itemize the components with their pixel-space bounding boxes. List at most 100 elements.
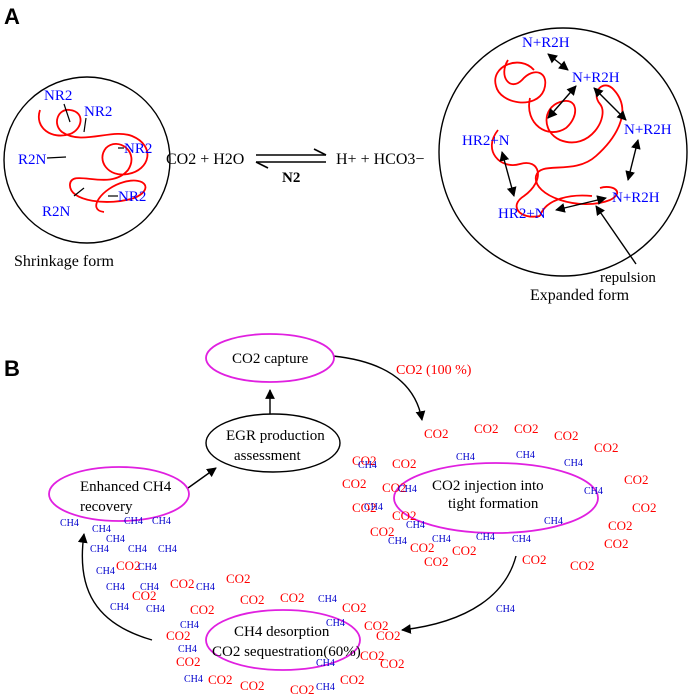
- co2-molecule-label: CO2: [392, 508, 417, 523]
- ch4-molecule-label: CH4: [96, 566, 115, 577]
- ch4-molecule-label: CH4: [496, 604, 515, 615]
- co2-capture-node: [205, 333, 335, 383]
- co2-molecule-label: CO2: [166, 628, 191, 643]
- co2-molecule-label: CO2: [370, 524, 395, 539]
- ch4-molecule-label: CH4: [432, 534, 451, 545]
- shrink-polymer-chain: [37, 109, 149, 213]
- ch4-molecule-label: CH4: [564, 458, 583, 469]
- ch4-molecule-label: CH4: [584, 486, 603, 497]
- ch4-molecule-label: CH4: [90, 544, 109, 555]
- co2-molecule-label: CO2: [352, 500, 377, 515]
- expanded-polymer-chain: [491, 129, 541, 218]
- flow-arrows: [77, 355, 517, 641]
- desorption-label-line2: CO2 sequestration(60%): [212, 644, 361, 660]
- co2-molecule-label: CO2: [342, 600, 367, 615]
- shrink-amine-label: NR2: [84, 104, 112, 120]
- co2-molecule-label: CO2: [170, 576, 195, 591]
- co2-molecule-label: CO2: [226, 571, 251, 586]
- ch4-molecule-label: CH4: [158, 544, 177, 555]
- ch4-molecule-label: CH4: [152, 516, 171, 527]
- ch4-molecule-label: CH4: [128, 544, 147, 555]
- co2-molecule-label: CO2: [376, 628, 401, 643]
- co2-molecule-label: CO2: [132, 588, 157, 603]
- ch4-molecule-label: CH4: [124, 516, 143, 527]
- expanded-amine-label: N+R2H: [624, 122, 672, 138]
- egr-label-line2: assessment: [234, 448, 301, 464]
- co2-molecule-label: CO2: [424, 426, 449, 441]
- co2-molecule-label: CO2: [594, 440, 619, 455]
- co2-molecule-label: CO2: [424, 554, 449, 569]
- ch4-molecule-label: CH4: [476, 532, 495, 543]
- injection-label-line2: tight formation: [448, 496, 539, 512]
- co2-molecule-label: CO2: [392, 456, 417, 471]
- ch4-molecule-label: CH4: [516, 450, 535, 461]
- expanded-amine-label: HR2+N: [498, 206, 546, 222]
- ch4-molecule-label: CH4: [512, 534, 531, 545]
- shrinkage-circle: [3, 76, 171, 244]
- co2-capture-label: CO2 capture: [232, 351, 309, 367]
- co2-molecule-label: CO2: [360, 648, 385, 663]
- ch4-molecule-label: CH4: [140, 582, 159, 593]
- expanded-amine-label: HR2+N: [462, 133, 510, 149]
- ch4-molecule-label: CH4: [92, 524, 111, 535]
- expanded-caption: Expanded form: [530, 287, 630, 304]
- desorption-sequestration-node: [205, 609, 361, 671]
- expanded-circle: [438, 27, 688, 277]
- injection-label-line1: CO2 injection into: [432, 478, 544, 494]
- shrink-amine-label: NR2: [118, 189, 146, 205]
- equation-reactants: CO2 + H2O: [166, 151, 244, 168]
- ch4-molecule-label: CH4: [60, 518, 79, 529]
- co2-molecule-label: CO2: [632, 500, 657, 515]
- ch4-molecule-label: CH4: [398, 484, 417, 495]
- co2-molecule-label: CO2: [452, 543, 477, 558]
- ch4-molecule-label: CH4: [544, 516, 563, 527]
- ch4-molecule-label: CH4: [358, 460, 377, 471]
- co2-molecule-label: CO2: [352, 453, 377, 468]
- ch4-molecule-label: CH4: [318, 594, 337, 605]
- co2-molecule-label: CO2: [604, 536, 629, 551]
- shrink-amine-label: R2N: [18, 152, 47, 168]
- co2-molecule-label: CO2: [624, 472, 649, 487]
- ch4-molecule-label: CH4: [138, 562, 157, 573]
- co2-molecule-label: CO2: [382, 480, 407, 495]
- desorption-label-line1: CH4 desorption: [234, 624, 330, 640]
- shrink-amine-label: NR2: [44, 88, 72, 104]
- repulsion-label: repulsion: [600, 270, 656, 286]
- ch4-molecule-label: CH4: [406, 520, 425, 531]
- co2-molecule-label: CO2: [340, 672, 365, 687]
- panel-a-letter: A: [4, 4, 20, 29]
- co2-molecule-label: CO2: [240, 592, 265, 607]
- co2-molecule-label: CO2: [522, 552, 547, 567]
- co2-molecule-label: CO2: [474, 421, 499, 436]
- co2-molecule-label: CO2: [208, 672, 233, 687]
- ch4-molecule-label: CH4: [180, 620, 199, 631]
- co2-molecule-label: CO2: [554, 428, 579, 443]
- ch4-molecule-label: CH4: [106, 582, 125, 593]
- ch4-molecule-label: CH4: [146, 604, 165, 615]
- expanded-amine-label: N+R2H: [522, 35, 570, 51]
- co2-molecule-label: CO2: [176, 654, 201, 669]
- co2-molecule-label: CO2: [608, 518, 633, 533]
- ch4-molecule-label: CH4: [316, 682, 335, 693]
- ch4-molecule-label: CH4: [184, 674, 203, 685]
- ch4-molecule-label: CH4: [364, 502, 383, 513]
- equilibrium-arrows: [255, 148, 327, 169]
- egr-assessment-node: [205, 413, 341, 473]
- co2-molecule-label: CO2: [570, 558, 595, 573]
- co2-molecule-label: CO2: [342, 476, 367, 491]
- expanded-amine-label: N+R2H: [572, 70, 620, 86]
- reverse-agent-label: N2: [282, 170, 300, 186]
- co2-molecule-label: CO2: [514, 421, 539, 436]
- enhanced-recovery-node: [48, 466, 190, 522]
- co2-molecule-label: CO2: [116, 558, 141, 573]
- co2-supply-label: CO2 (100 %): [396, 363, 472, 378]
- shrinkage-caption: Shrinkage form: [14, 253, 115, 270]
- ch4-molecule-label: CH4: [106, 534, 125, 545]
- ch4-molecule-label: CH4: [196, 582, 215, 593]
- co2-molecule-label: CO2: [240, 678, 265, 693]
- expanded-amine-label: N+R2H: [612, 190, 660, 206]
- co2-injection-node: [393, 462, 599, 534]
